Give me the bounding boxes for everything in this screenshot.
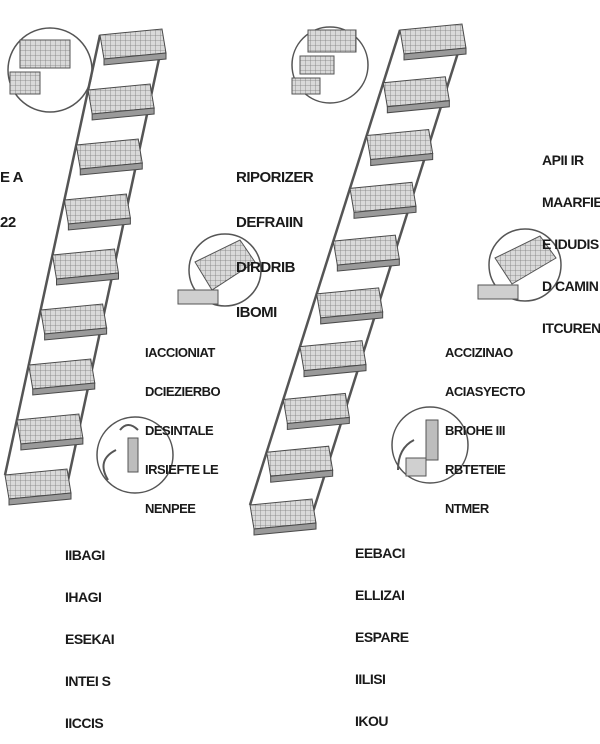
label-bottom-left: IIBAGI IHAGI ESEKAI INTEI S IICCIS — [65, 520, 115, 744]
label-line: BRIOHE III — [445, 423, 506, 438]
label-top-right: APII IR MAARFIE E IDUDIS D CAMIN ITCUREN — [542, 125, 600, 349]
label-line: INTEI S — [65, 673, 111, 689]
ladder-step — [249, 498, 317, 536]
label-mid-left: IACCIONIAT DCIEZIERBO DESINTALE IRSIEFTE… — [145, 320, 221, 528]
ladder-illustration-right — [248, 23, 467, 536]
label-line: IBOMI — [236, 304, 277, 321]
label-line: IIBAGI — [65, 547, 105, 563]
label-line: D CAMIN — [542, 278, 599, 294]
bolt-screw-detail-circle-icon — [96, 416, 174, 494]
label-line: E IDUDIS — [542, 236, 599, 252]
label-line: ESEKAI — [65, 631, 115, 647]
ladder-step — [366, 129, 434, 167]
label-line: IACCIONIAT — [145, 345, 215, 360]
label-line: 22 — [0, 214, 16, 231]
label-line: DIRDRIB — [236, 259, 296, 276]
label-line: ACCIZINAO — [445, 345, 513, 360]
ladder-step — [316, 287, 384, 325]
label-line: ELLIZAI — [355, 587, 405, 603]
label-line: MAARFIE — [542, 194, 600, 210]
label-line: RBTETEIE — [445, 462, 506, 477]
step-hinge-detail-circle-icon — [177, 233, 262, 307]
label-line: E A — [0, 169, 23, 186]
label-line: IKOU — [355, 713, 388, 729]
step-hinge-detail-circle-icon-right — [477, 228, 562, 302]
label-bottom-right: EEBACI ELLIZAI ESPARE IILISI IKOU — [355, 518, 409, 742]
label-line: DCIEZIERBO — [145, 384, 221, 399]
ladder-step — [63, 193, 131, 231]
ladder-step — [16, 413, 84, 451]
label-line: APII IR — [542, 152, 584, 168]
ladder-step — [4, 468, 72, 506]
ladder-step — [28, 358, 96, 396]
label-line: DESINTALE — [145, 423, 214, 438]
ladder-step — [99, 28, 167, 66]
ladder-step — [282, 392, 350, 430]
label-mid-right: ACCIZINAO ACIASYECTO BRIOHE III RBTETEIE… — [445, 320, 526, 528]
label-line: IRSIEFTE LE — [145, 462, 219, 477]
top-step-detail-circle-icon — [291, 26, 369, 104]
label-line: ITCUREN — [542, 320, 600, 336]
ladder-step — [332, 234, 400, 272]
ladder-step — [40, 303, 108, 341]
ladder-step — [299, 340, 367, 378]
ladder-step — [51, 248, 120, 286]
label-top-center: RIPORIZER DEFRAIIN DIRDRIB IBOMI — [236, 140, 314, 335]
label-line: IILISI — [355, 671, 386, 687]
ladder-step — [382, 76, 450, 114]
clamp-detail-circle-icon — [391, 406, 469, 484]
label-line: EEBACI — [355, 545, 405, 561]
label-line: NENPEE — [145, 501, 196, 516]
label-line: ESPARE — [355, 629, 409, 645]
label-line: DEFRAIIN — [236, 214, 303, 231]
ladder-product-illustration — [3, 23, 562, 536]
ladder-step — [87, 83, 155, 121]
label-line: ACIASYECTO — [445, 384, 526, 399]
ladder-step — [349, 181, 417, 219]
step-detail-circle-icon — [7, 27, 93, 113]
ladder-step — [399, 23, 467, 61]
ladder-illustration-left — [3, 28, 167, 506]
label-line: RIPORIZER — [236, 169, 314, 186]
label-line: IICCIS — [65, 715, 104, 731]
ladder-step — [266, 445, 334, 483]
ladder-step — [75, 138, 143, 176]
label-top-left: E A 22 — [0, 140, 23, 245]
label-line: IHAGI — [65, 589, 102, 605]
label-line: NTMER — [445, 501, 489, 516]
